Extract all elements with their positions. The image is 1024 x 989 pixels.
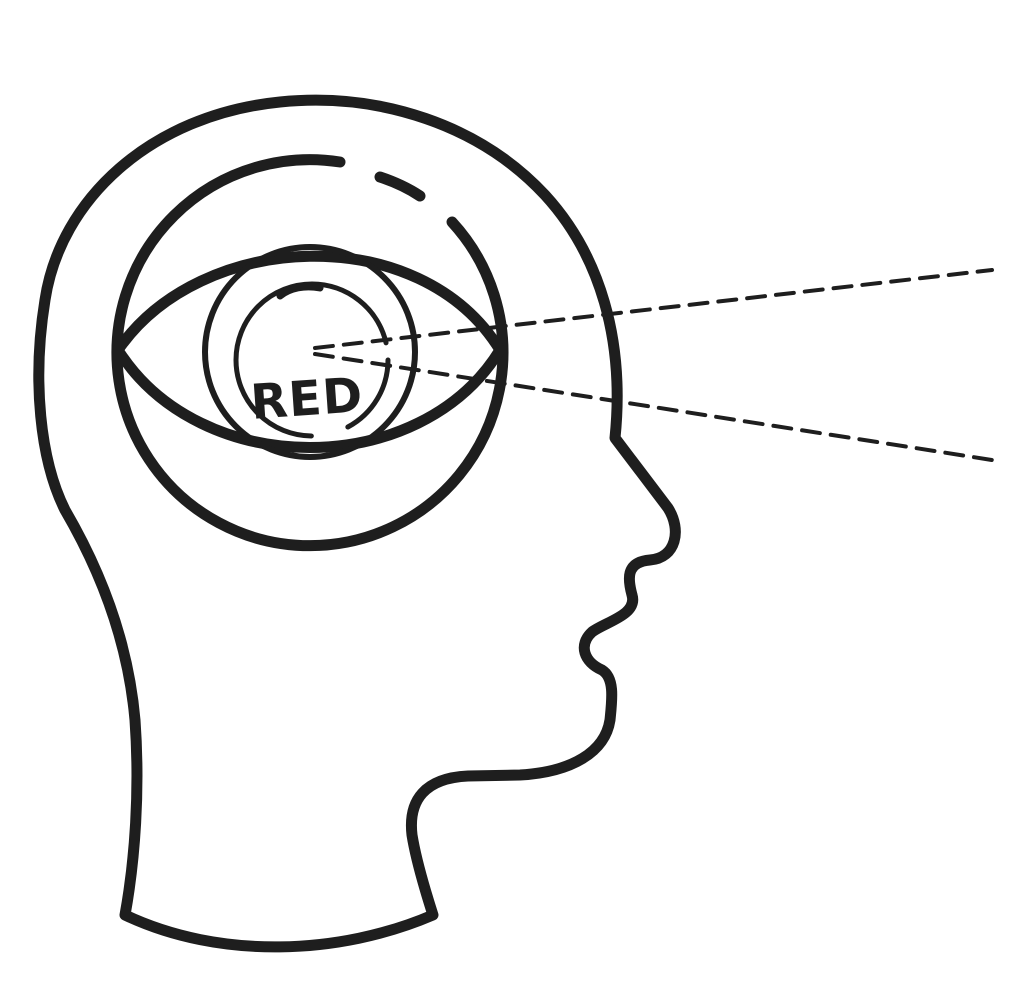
head-outline xyxy=(33,94,681,953)
thought-circle-arc xyxy=(111,154,509,552)
sight-lines xyxy=(313,268,994,462)
eye-highlight xyxy=(276,283,324,300)
eye-outline xyxy=(112,250,506,453)
thought-circle-gap-dash xyxy=(374,171,426,202)
head-silhouette xyxy=(33,94,681,953)
sight-line-upper xyxy=(313,268,994,350)
thought-circle xyxy=(111,154,509,552)
eye xyxy=(112,244,506,460)
pupil-word: RED xyxy=(249,367,365,431)
sight-line-lower xyxy=(313,352,994,462)
iris xyxy=(202,244,418,460)
